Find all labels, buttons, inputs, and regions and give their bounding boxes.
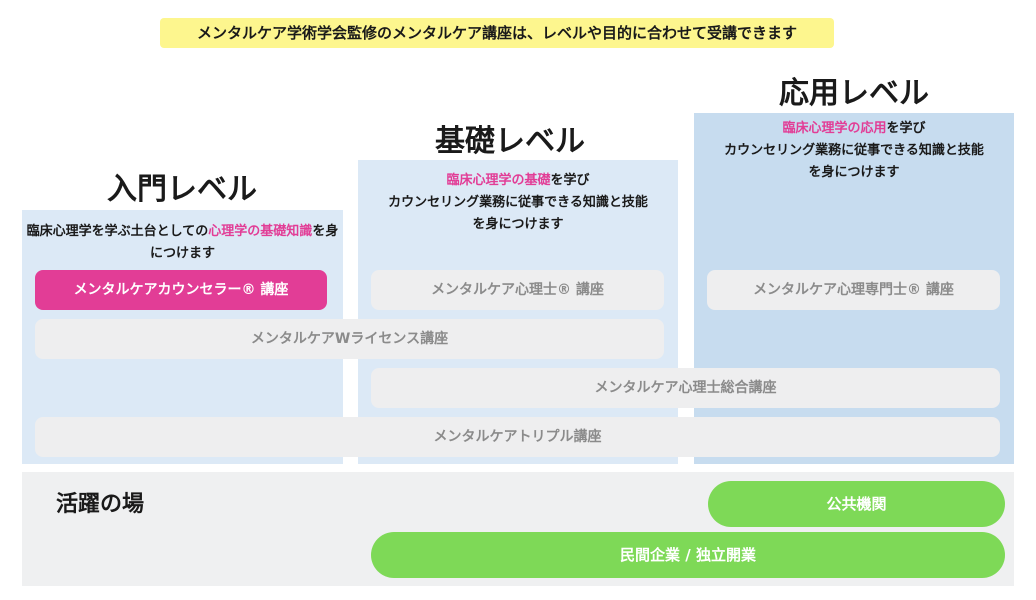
basic-desc-line2: カウンセリング業務に従事できる知識と技能	[388, 195, 648, 210]
field-of-activity-title: 活躍の場	[56, 492, 145, 517]
psychologist-course-button[interactable]: メンタルケア心理士® 講座	[371, 270, 664, 310]
intro-desc-post: を身につけます	[149, 224, 339, 261]
w-license-course-button[interactable]: メンタルケアWライセンス講座	[35, 319, 664, 359]
specialist-course-button[interactable]: メンタルケア心理専門士® 講座	[707, 270, 1000, 310]
basic-level-description: 臨床心理学の基礎を学び カウンセリング業務に従事できる知識と技能 を身につけます	[358, 170, 678, 236]
psych-comprehensive-course-button[interactable]: メンタルケア心理士総合講座	[371, 368, 1000, 408]
applied-desc-highlight: 臨床心理学の応用	[782, 121, 887, 136]
applied-level-description: 臨床心理学の応用を学び カウンセリング業務に従事できる知識と技能 を身につけます	[694, 118, 1014, 184]
basic-level-title: 基礎レベル	[435, 124, 585, 159]
headline-banner: メンタルケア学術学会監修のメンタルケア講座は、レベルや目的に合わせて受講できます	[160, 18, 834, 48]
intro-desc-pre: 臨床心理学を学ぶ土台としての	[26, 224, 209, 239]
private-enterprise-pill[interactable]: 民間企業 / 独立開業	[371, 532, 1005, 578]
counselor-course-button[interactable]: メンタルケアカウンセラー® 講座	[35, 270, 327, 310]
applied-desc-line2: カウンセリング業務に従事できる知識と技能	[724, 143, 984, 158]
applied-level-title: 応用レベル	[779, 76, 929, 111]
intro-level-title: 入門レベル	[107, 172, 257, 207]
basic-desc-line3: を身につけます	[472, 217, 564, 232]
triple-course-button[interactable]: メンタルケアトリプル講座	[35, 417, 1000, 457]
basic-desc-line1-post: を学び	[550, 173, 590, 188]
applied-desc-line1-post: を学び	[886, 121, 926, 136]
applied-desc-line3: を身につけます	[808, 165, 900, 180]
intro-desc-highlight: 心理学の基礎知識	[208, 224, 313, 239]
basic-level-column	[358, 160, 678, 464]
intro-level-description: 臨床心理学を学ぶ土台としての心理学の基礎知識を身につけます	[22, 221, 343, 265]
basic-desc-highlight: 臨床心理学の基礎	[446, 173, 551, 188]
public-institution-pill[interactable]: 公共機関	[708, 481, 1005, 527]
